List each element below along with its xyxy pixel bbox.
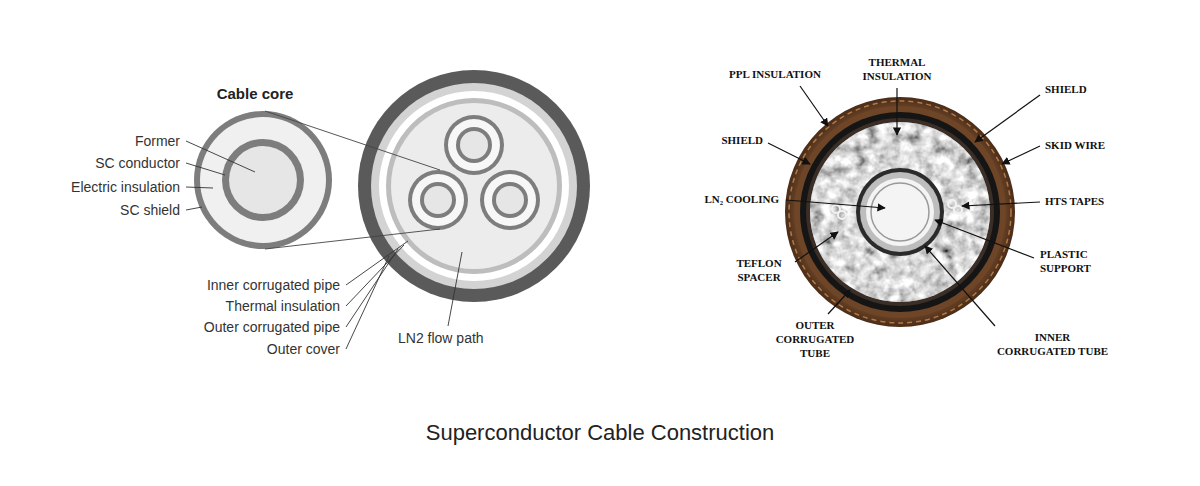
ppl-insulation-ring [785,97,1015,327]
core-ring [420,182,456,218]
core-left [408,170,468,230]
pointer-arrow [975,95,1040,142]
part-label: OUTER CORRUGATED TUBE [773,319,858,360]
part-label: SHIELD [721,134,763,148]
zoom-lines [265,111,440,249]
core-ring [424,186,452,214]
part-label: SC conductor [95,155,180,171]
inner-tube-ring [856,168,944,256]
leader-line [186,163,225,175]
leader-line [346,245,404,306]
tape-loop [838,211,846,219]
zoom-line [265,229,440,249]
part-label: INNER CORRUGATED TUBE [995,331,1110,359]
outer-tube-ring [806,118,994,306]
core-ring [480,170,540,230]
leader-line [346,241,408,285]
pointer-arrow [925,246,995,326]
part-label: SHIELD [1045,83,1087,97]
part-label: PPL INSULATION [729,68,821,82]
flow-path-area [391,103,557,269]
pointer-arrows [768,86,1040,326]
part-label: Inner corrugated pipe [207,277,340,293]
part-label: Electric insulation [71,179,180,195]
part-label: Thermal insulation [226,298,340,314]
part-label: TEFLON SPACER [729,257,789,285]
pointer-arrow [1002,146,1040,164]
pointer-arrow [828,290,850,314]
thermal-insulation-texture [810,122,990,302]
pointer-arrow [962,202,1040,206]
pointer-arrow [768,143,810,164]
plastic-support-ring [860,172,940,252]
part-label: SKID WIRE [1045,139,1105,153]
three-core-cable-figure [358,70,590,302]
part-label: Outer cover [267,341,340,357]
pointer-arrow [800,86,828,126]
core-ring [412,174,464,226]
pointer-arrow [786,200,885,208]
part-label: THERMAL INSULATION [852,56,942,84]
shield-ring [800,112,1000,312]
leader-line [186,207,202,210]
cooling-channel [866,178,934,246]
cable-core-figure [194,111,332,249]
thermal-insulation-base [810,122,990,302]
cable-photo [785,97,1015,327]
leader-line [448,252,462,326]
brown-ring [794,106,1006,318]
pointer-arrow [935,220,1034,258]
core-ring [484,174,536,226]
pointer-arrow [896,88,897,135]
core-ring [448,119,500,171]
part-label: Outer corrugated pipe [204,319,340,335]
conductor-ring [222,139,304,221]
pointer-arrow [795,232,838,262]
insulation-ring [200,117,326,243]
leader-lines [186,141,462,349]
thermal-ring [379,91,569,281]
part-label: SC shield [120,202,180,218]
skid-wire [789,101,1011,323]
tape-loop [954,206,962,214]
leader-line [186,187,213,188]
figure-caption: Superconductor Cable Construction [426,420,775,446]
leader-line [346,256,389,349]
part-label: PLASTIC SUPPORT [1040,248,1110,276]
core-ring [444,115,504,175]
figure-heading: Cable core [217,85,294,102]
leader-line [186,141,255,172]
core-top [444,115,504,175]
outer-pipe-ring [371,83,577,289]
sc-shield-ring [194,111,332,249]
former-disc [229,146,297,214]
hts-tape-marks [832,200,962,219]
channel-edge [871,183,929,241]
part-label: LN2 flow path [398,330,484,346]
core-ring [496,186,524,214]
inner-pipe-ring [386,98,562,274]
part-label: HTS TAPES [1045,195,1104,209]
outer-cover-ring [358,70,590,302]
core-ring [492,182,528,218]
leader-line [346,249,398,327]
zoom-line [265,111,440,170]
core-right [480,170,540,230]
core-ring [460,131,488,159]
part-label: LN₂ COOLING [704,193,779,207]
part-label: Former [135,133,180,149]
core-ring [408,170,468,230]
core-ring [456,127,492,163]
